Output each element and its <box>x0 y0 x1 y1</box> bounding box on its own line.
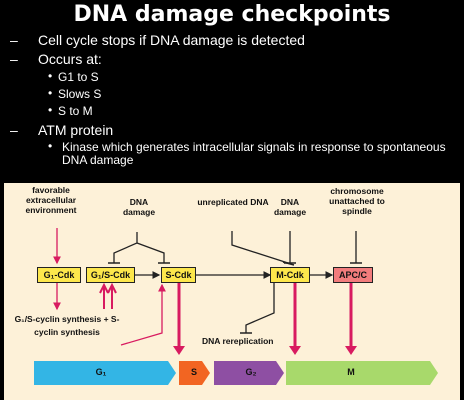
bullet-cell-cycle-stops: – Cell cycle stops if DNA damage is dete… <box>10 31 460 49</box>
synthesis-to-scdk <box>120 283 166 346</box>
phase-g1-label: G₁ <box>95 367 107 377</box>
checkpoint-diagram: favorable extracellular environment DNA … <box>4 183 460 400</box>
dna-damage-1-inhibit-left <box>113 232 138 263</box>
diagram-arrows <box>34 228 438 385</box>
label-dna-rereplication: DNA rereplication <box>202 336 274 346</box>
bullet-list: – Cell cycle stops if DNA damage is dete… <box>10 31 460 168</box>
dot-marker: • <box>48 86 53 100</box>
phase-s-arrow <box>179 361 210 385</box>
label-favorable-environment: favorable extracellular environment <box>25 185 77 215</box>
sub-bullet-text: S to M <box>58 104 93 118</box>
bullet-text: ATM protein <box>38 122 114 138</box>
phase-g1-arrow <box>34 361 176 385</box>
label-chromosome-unattached: chromosome unattached to spindle <box>329 186 385 216</box>
bullet-atm-protein: – ATM protein <box>10 121 460 139</box>
bullet-text: Cell cycle stops if DNA damage is detect… <box>38 32 305 48</box>
phase-m-label: M <box>347 367 355 377</box>
label-dna-damage-2: DNA damage <box>273 197 307 217</box>
dot-marker: • <box>48 139 53 153</box>
node-g1s-cdk: G₁/S-Cdk <box>86 267 135 283</box>
phase-s-label: S <box>190 367 197 377</box>
slide-title: DNA damage checkpoints <box>73 2 391 27</box>
sub-bullet-s-to-m: • S to M <box>10 103 460 119</box>
dash-marker: – <box>10 51 18 67</box>
node-s-cdk: S-Cdk <box>161 267 196 283</box>
dash-marker: – <box>10 122 18 138</box>
phase-m-arrow <box>286 361 438 385</box>
label-cyclin-synthesis: G₁/S-cyclin synthesis + S-cyclin synthes… <box>14 314 120 337</box>
bullet-occurs-at: – Occurs at: <box>10 50 460 68</box>
dash-marker: – <box>10 32 18 48</box>
dot-marker: • <box>48 103 53 117</box>
sub-bullet-slows-s: • Slows S <box>10 86 460 102</box>
phase-g2-label: G₂ <box>245 367 257 377</box>
node-g1-cdk: G₁-Cdk <box>37 267 81 283</box>
dna-damage-1-inhibit-right <box>136 242 165 263</box>
label-unreplicated-dna: unreplicated DNA <box>197 197 269 207</box>
phase-g2-arrow <box>214 361 284 385</box>
node-apc-c: APC/C <box>333 267 373 283</box>
sub-bullet-text: G1 to S <box>58 70 99 84</box>
node-m-cdk: M-Cdk <box>270 267 310 283</box>
unreplicated-inhibit <box>231 231 289 264</box>
bullet-text: Occurs at: <box>38 51 102 67</box>
sub-bullet-g1-to-s: • G1 to S <box>10 69 460 85</box>
rereplication-inhibit <box>245 283 275 333</box>
dot-marker: • <box>48 69 53 83</box>
sub-bullet-kinase: • Kinase which generates intracellular s… <box>10 139 460 167</box>
sub-bullet-text: Slows S <box>58 87 102 101</box>
sub-bullet-text: Kinase which generates intracellular sig… <box>62 140 446 167</box>
label-dna-damage-1: DNA damage <box>122 197 156 217</box>
